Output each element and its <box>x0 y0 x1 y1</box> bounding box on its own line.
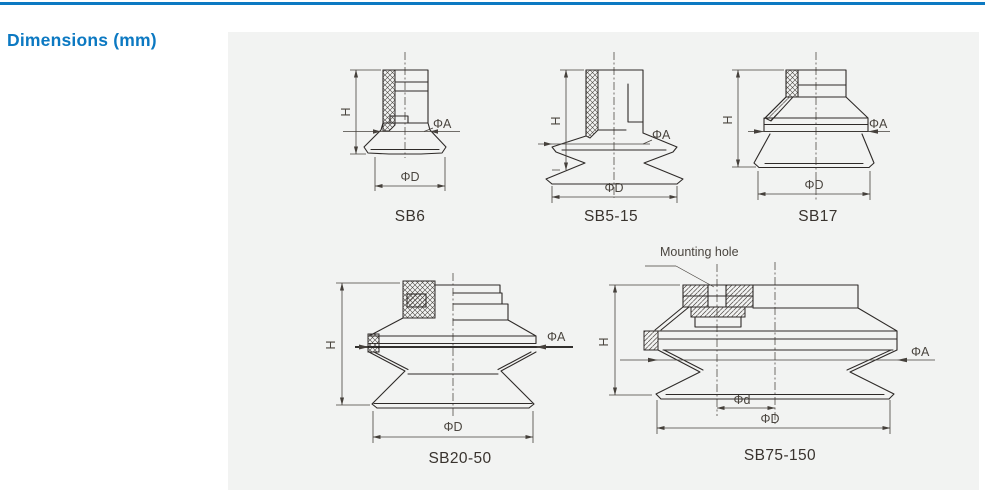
sb17-h-dimension-label: H <box>721 115 735 124</box>
sb75-150-phi-d-label: ΦD <box>760 412 779 426</box>
sb5-15-drawing: H ΦA ΦD SB5-15 <box>538 52 684 225</box>
sb75-150-phi-d-small-label: Φd <box>734 393 751 407</box>
sb20-50-h-dimension-label: H <box>324 340 338 349</box>
sb20-50-geometry <box>336 273 573 443</box>
sb20-50-phi-a-label: ΦA <box>547 330 566 344</box>
sb17-phi-a-label: ΦA <box>869 117 888 131</box>
sb75-150-drawing: Mounting hole H ΦA Φd ΦD SB75-150 <box>597 245 935 464</box>
page-title: Dimensions (mm) <box>7 30 157 50</box>
sb75-150-phi-a-label: ΦA <box>911 345 930 359</box>
sb6-phi-a-label: ΦA <box>433 117 452 131</box>
sb20-50-drawing: H ΦA ΦD SB20-50 <box>324 273 573 467</box>
sb6-phi-d-label: ΦD <box>400 170 419 184</box>
sb5-15-phi-a-label: ΦA <box>652 128 671 142</box>
sb6-drawing: H ΦA ΦD SB6 <box>339 52 460 225</box>
sb5-15-geometry <box>538 52 684 203</box>
sb6-model-label: SB6 <box>395 208 426 225</box>
sb75-150-model-label: SB75-150 <box>744 447 816 464</box>
sb5-15-h-dimension-label: H <box>549 116 563 125</box>
sb17-geometry <box>732 52 890 200</box>
sb6-h-dimension-label: H <box>339 107 353 116</box>
sb5-15-model-label: SB5-15 <box>584 208 638 225</box>
sb17-drawing: H ΦA ΦD SB17 <box>721 52 890 225</box>
sb20-50-model-label: SB20-50 <box>428 450 491 467</box>
sb17-phi-d-label: ΦD <box>804 178 823 192</box>
sb17-model-label: SB17 <box>798 208 838 225</box>
sb75-150-h-dimension-label: H <box>597 337 611 346</box>
sb20-50-phi-d-label: ΦD <box>443 420 462 434</box>
sb75-150-geometry <box>609 262 935 434</box>
sb6-geometry <box>343 52 460 191</box>
diagram-panel <box>228 32 979 490</box>
sb75-150-mounting-hole-label: Mounting hole <box>660 245 739 259</box>
sb5-15-phi-d-label: ΦD <box>604 181 623 195</box>
top-accent-bar <box>0 2 985 5</box>
